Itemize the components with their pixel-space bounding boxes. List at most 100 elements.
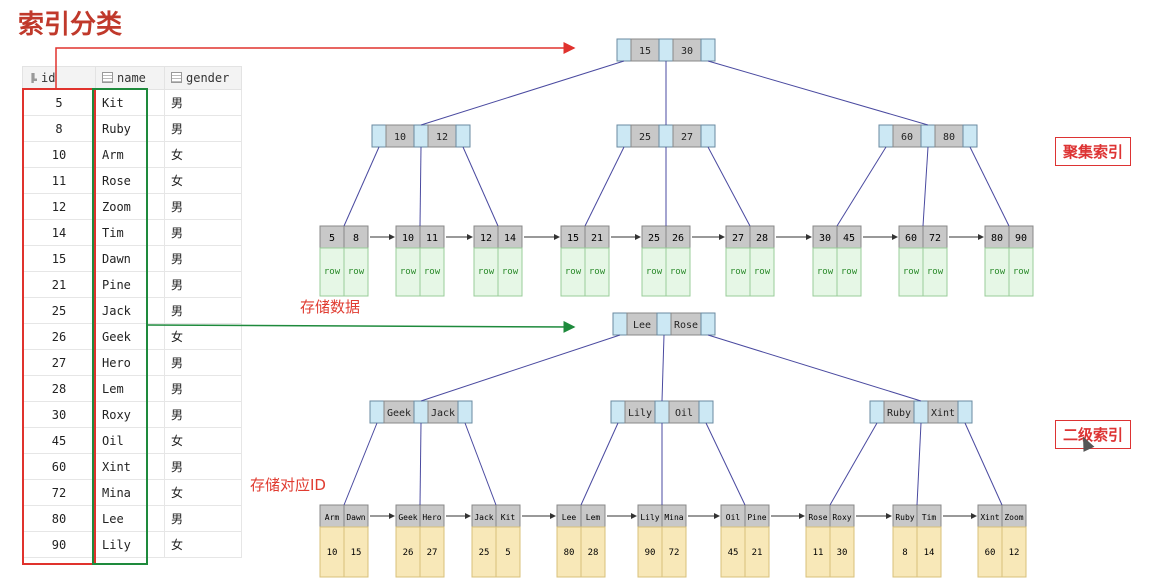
clustered-index-badge: 聚集索引 bbox=[1055, 137, 1132, 166]
clustered-leaf-key-label: 11 bbox=[426, 233, 438, 244]
tree-edge bbox=[462, 146, 499, 227]
clustered-internal-key-label: 25 bbox=[639, 132, 651, 143]
secondary-leaf-key-label: Hero bbox=[422, 513, 441, 522]
secondary-internal-pointer bbox=[957, 400, 973, 424]
clustered-leaf-key-label: 45 bbox=[843, 233, 855, 244]
secondary-leaf-id bbox=[319, 526, 345, 578]
clustered-leaf-row-label: row bbox=[348, 267, 365, 277]
secondary-internal-key-label: Xint bbox=[931, 408, 955, 419]
tree-edge bbox=[707, 60, 929, 126]
row-name-cell: Oil bbox=[95, 427, 165, 454]
secondary-internal-pointer bbox=[610, 400, 626, 424]
clustered-leaf-row-label: row bbox=[589, 267, 606, 277]
tree-edge bbox=[705, 422, 746, 506]
secondary-leaf-key-label: Rose bbox=[808, 513, 827, 522]
row-gender-cell: 男 bbox=[164, 271, 242, 298]
secondary-leaf-id bbox=[805, 526, 831, 578]
stores-id-label: 存储对应ID bbox=[250, 476, 326, 494]
row-id-cell: 25 bbox=[22, 297, 96, 324]
clustered-leaf-row-label: row bbox=[754, 267, 771, 277]
secondary-internal-key-label: Geek bbox=[387, 408, 411, 419]
clustered-leaf-key-label: 80 bbox=[991, 233, 1003, 244]
clustered-leaf-row-label: row bbox=[903, 267, 920, 277]
secondary-internal-pointer bbox=[869, 400, 885, 424]
tree-edge bbox=[661, 334, 665, 402]
secondary-leaf-key-label: Roxy bbox=[832, 513, 851, 522]
secondary-leaf-key-label: Lily bbox=[640, 513, 659, 522]
secondary-leaf-key-label: Zoom bbox=[1004, 513, 1023, 522]
row-id-cell: 12 bbox=[22, 193, 96, 220]
clustered-internal-pointer bbox=[616, 124, 632, 148]
secondary-leaf-id-label: 8 bbox=[902, 548, 907, 558]
clustered-leaf-row bbox=[665, 247, 691, 297]
secondary-leaf-id bbox=[556, 526, 582, 578]
secondary-internal-pointer bbox=[369, 400, 385, 424]
clustered-leaf-row-label: row bbox=[730, 267, 747, 277]
secondary-leaf-key-label: Xint bbox=[980, 513, 999, 522]
clustered-leaf-key-label: 60 bbox=[905, 233, 917, 244]
clustered-leaf-row bbox=[497, 247, 523, 297]
clustered-internal-key-label: 10 bbox=[394, 132, 406, 143]
secondary-leaf-id bbox=[977, 526, 1003, 578]
clustered-internal-pointer bbox=[962, 124, 978, 148]
tree-edge bbox=[964, 422, 1003, 506]
row-gender-cell: 女 bbox=[164, 141, 242, 168]
row-gender-cell: 男 bbox=[164, 297, 242, 324]
secondary-leaf-id bbox=[495, 526, 521, 578]
secondary-leaf-id-label: 26 bbox=[403, 548, 414, 558]
secondary-root-key-label: Rose bbox=[674, 320, 698, 331]
row-id-cell: 45 bbox=[22, 427, 96, 454]
row-gender-cell: 女 bbox=[164, 323, 242, 350]
clustered-leaf-row bbox=[473, 247, 499, 297]
row-name-cell: Pine bbox=[95, 271, 165, 298]
secondary-leaf-id bbox=[720, 526, 746, 578]
secondary-leaf-id-label: 10 bbox=[327, 548, 338, 558]
stores-data-label: 存储数据 bbox=[300, 298, 361, 316]
clustered-leaf-row-label: row bbox=[817, 267, 834, 277]
id-column-highlight bbox=[22, 88, 96, 565]
tree-edge bbox=[836, 146, 887, 227]
clustered-leaf-key-label: 14 bbox=[504, 233, 516, 244]
clustered-internal-pointer bbox=[658, 124, 674, 148]
tree-edge bbox=[916, 422, 922, 506]
tree-edge bbox=[420, 60, 625, 126]
clustered-leaf-row-label: row bbox=[927, 267, 944, 277]
secondary-leaf-key-label: Tim bbox=[922, 513, 937, 522]
clustered-leaf-row-label: row bbox=[565, 267, 582, 277]
tree-edge bbox=[707, 334, 922, 402]
clustered-leaf-row-label: row bbox=[502, 267, 519, 277]
clustered-internal-pointer bbox=[878, 124, 894, 148]
secondary-leaf-id bbox=[343, 526, 369, 578]
secondary-leaf-id bbox=[916, 526, 942, 578]
tree-edge bbox=[343, 422, 378, 506]
clustered-root-pointer bbox=[658, 38, 674, 62]
row-gender-cell: 男 bbox=[164, 115, 242, 142]
row-name-cell: Xint bbox=[95, 453, 165, 480]
tree-edge bbox=[707, 146, 751, 227]
clustered-leaf-key-label: 30 bbox=[819, 233, 831, 244]
clustered-leaf-row bbox=[836, 247, 862, 297]
tree-edge bbox=[419, 146, 422, 227]
row-name-cell: Ruby bbox=[95, 115, 165, 142]
tree-edge bbox=[343, 146, 380, 227]
secondary-leaf-key-label: Dawn bbox=[346, 513, 365, 522]
clustered-internal-pointer bbox=[371, 124, 387, 148]
clustered-leaf-key-label: 12 bbox=[480, 233, 492, 244]
clustered-leaf-row-label: row bbox=[841, 267, 858, 277]
clustered-leaf-row-label: row bbox=[400, 267, 417, 277]
column-icon bbox=[102, 72, 113, 83]
clustered-leaf-key-label: 26 bbox=[672, 233, 684, 244]
tree-edge bbox=[969, 146, 1010, 227]
secondary-internal-key-label: Lily bbox=[628, 408, 652, 419]
